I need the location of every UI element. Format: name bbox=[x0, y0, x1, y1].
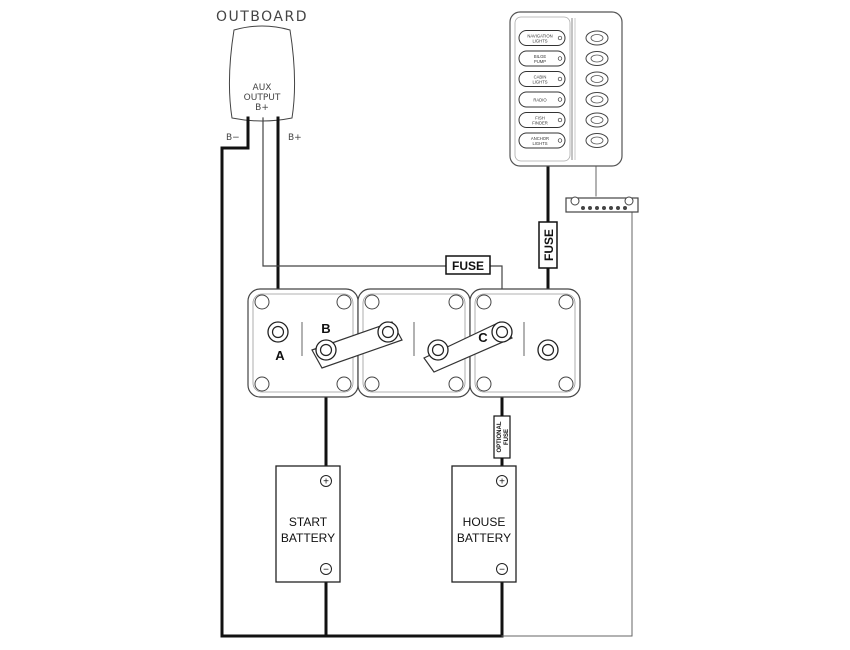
switch-label-line2: LIGHTS bbox=[532, 80, 547, 85]
outboard-title: OUTBOARD bbox=[216, 9, 308, 25]
bus-link-c bbox=[423, 321, 513, 373]
switch-label-plate bbox=[518, 112, 566, 128]
switch-label-line1: RADIO bbox=[533, 97, 547, 102]
horizontal-fuse-label: FUSE bbox=[452, 259, 484, 273]
switch-panel: NAVIGATIONLIGHTSBILGEPUMPCABINLIGHTSRADI… bbox=[509, 11, 623, 167]
bus-bar-mount-left bbox=[570, 196, 580, 206]
optional-fuse-label-line2: FUSE bbox=[504, 429, 510, 445]
outboard-pos-label: B+ bbox=[288, 133, 302, 143]
switch-unit-1 bbox=[247, 288, 359, 398]
aux-output-label-line3: B+ bbox=[255, 103, 269, 113]
start-battery-label-line2: BATTERY bbox=[281, 531, 335, 545]
battery-switch-block: A B C bbox=[247, 288, 581, 398]
terminal-b2 bbox=[377, 321, 399, 343]
switch-label-line1: NAVIGATION bbox=[527, 34, 552, 39]
switch-unit-3 bbox=[469, 288, 581, 398]
switch-label-plate bbox=[518, 132, 566, 149]
terminal-c bbox=[491, 321, 513, 343]
vertical-fuse: FUSE bbox=[538, 221, 558, 269]
switch-label-plate bbox=[518, 71, 566, 87]
start-battery-minus-sign: − bbox=[323, 565, 329, 576]
switch-label-line1: FISH bbox=[535, 116, 545, 121]
optional-fuse: OPTIONAL FUSE bbox=[493, 415, 511, 459]
switch-label-line2: PUMP bbox=[534, 59, 546, 64]
switch-label-line2: LIGHTS bbox=[532, 39, 547, 44]
aux-output-wire bbox=[262, 117, 447, 267]
aux-output-label-line2: OUTPUT bbox=[244, 93, 281, 103]
terminal-b-label: B bbox=[321, 321, 330, 336]
switch-label-line1: BILGE bbox=[534, 54, 547, 59]
start-battery-minus-terminal bbox=[320, 563, 332, 575]
house-battery: + − HOUSE BATTERY bbox=[451, 465, 517, 583]
house-battery-plus-sign: + bbox=[499, 477, 505, 488]
rocker-switch-paddle bbox=[590, 136, 604, 145]
switch-label-plate bbox=[518, 91, 566, 108]
aux-output-label-line1: AUX bbox=[253, 83, 272, 93]
start-battery-plus-sign: + bbox=[323, 477, 329, 488]
rocker-switch-paddle bbox=[590, 34, 604, 42]
terminal-a bbox=[267, 321, 289, 343]
switch-label-line1: ANCHOR bbox=[531, 136, 549, 141]
switch-indicator-led bbox=[557, 117, 563, 123]
switch-indicator-led bbox=[557, 138, 563, 143]
house-battery-label-line2: BATTERY bbox=[457, 531, 511, 545]
switch-label-plate bbox=[518, 30, 566, 46]
rocker-switch-paddle bbox=[590, 75, 604, 83]
switch-label-line1: CABIN bbox=[534, 75, 547, 80]
start-battery-plus-terminal bbox=[320, 475, 332, 487]
start-battery-label-line1: START bbox=[289, 515, 328, 529]
rocker-switch-paddle bbox=[590, 95, 604, 104]
outboard-body bbox=[228, 25, 296, 122]
switch-rows: NAVIGATIONLIGHTSBILGEPUMPCABINLIGHTSRADI… bbox=[518, 30, 609, 149]
bus-bar-mount-right bbox=[624, 196, 634, 206]
terminal-b bbox=[315, 339, 337, 361]
rocker-switch-paddle bbox=[590, 54, 604, 63]
house-battery-plus-terminal bbox=[496, 475, 508, 487]
switch-indicator-led bbox=[557, 76, 563, 82]
terminal-a-label: A bbox=[275, 348, 285, 363]
switch-label-line2: FINDER bbox=[532, 121, 548, 126]
switch-label-plate bbox=[518, 50, 566, 67]
terminal-c-label: C bbox=[478, 330, 488, 345]
optional-fuse-label-line1: OPTIONAL bbox=[497, 421, 503, 452]
switch-indicator-led bbox=[557, 56, 563, 61]
switch-row: RADIO bbox=[518, 91, 609, 108]
house-battery-minus-sign: − bbox=[499, 565, 505, 576]
switch-label-line2: LIGHTS bbox=[532, 141, 547, 146]
ground-return-wire bbox=[501, 211, 633, 637]
vertical-fuse-label: FUSE bbox=[542, 229, 556, 261]
switch-indicator-led bbox=[557, 97, 563, 102]
terminal-d bbox=[537, 339, 559, 361]
negative-ground-wire bbox=[220, 116, 504, 638]
start-battery: + − START BATTERY bbox=[275, 465, 341, 583]
outboard-neg-label: B− bbox=[226, 133, 240, 143]
ground-bus-bar bbox=[565, 196, 639, 213]
switch-indicator-led bbox=[557, 35, 563, 41]
rocker-switch-paddle bbox=[590, 116, 604, 124]
terminal-c2 bbox=[427, 339, 449, 361]
house-battery-label-line1: HOUSE bbox=[463, 515, 506, 529]
horizontal-fuse: FUSE bbox=[445, 255, 491, 275]
house-battery-minus-terminal bbox=[496, 563, 508, 575]
